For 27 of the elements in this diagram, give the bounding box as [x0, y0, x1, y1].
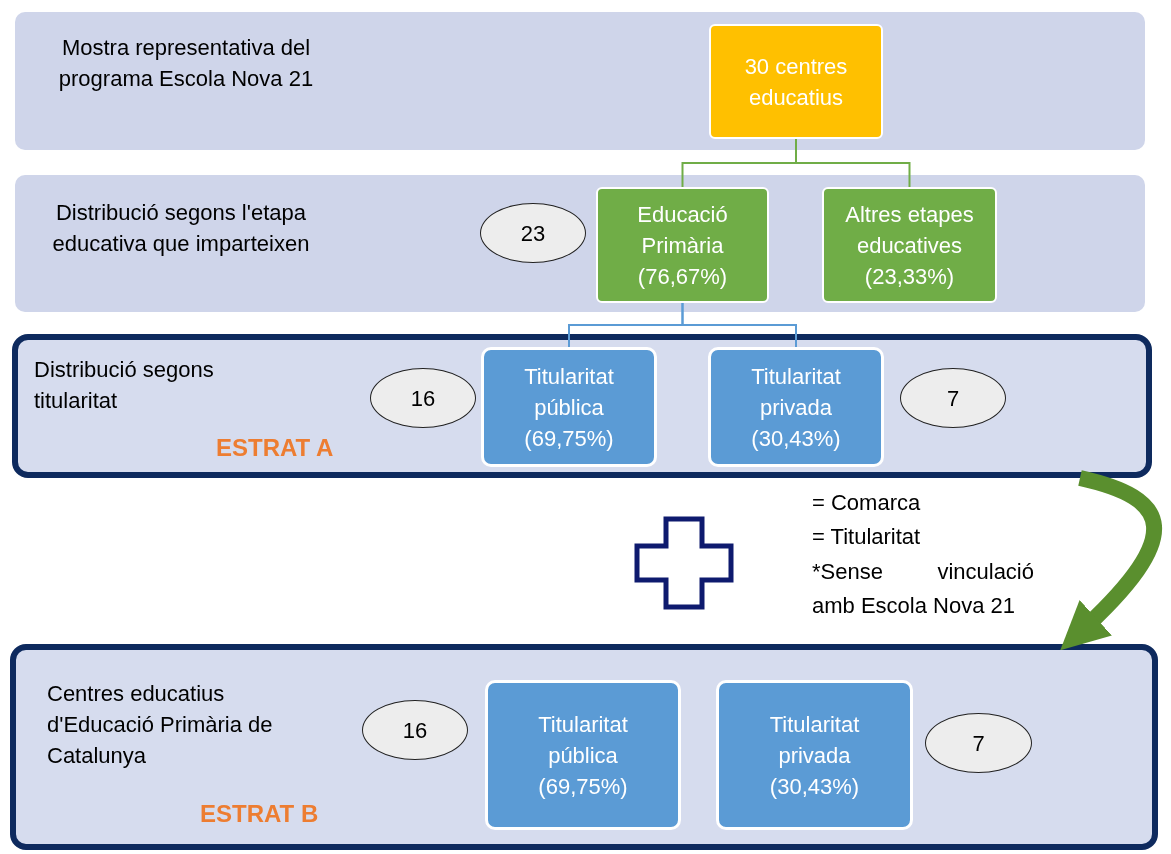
ownership-box: Titularitat pública (69,75%)	[481, 347, 657, 467]
count-ellipse: 16	[362, 700, 468, 760]
count-ellipse: 16	[370, 368, 476, 428]
level-description: Distribució segons titularitat	[34, 356, 215, 415]
note-text: = Comarca	[812, 489, 922, 517]
stratum-panel	[12, 334, 1152, 478]
stratum-label: ESTRAT B	[200, 800, 319, 828]
level-band	[15, 175, 1145, 312]
curved-arrow	[1060, 470, 1162, 651]
count-ellipse: 7	[900, 368, 1006, 428]
level-band	[15, 12, 1145, 150]
ownership-box: Titularitat pública (69,75%)	[485, 680, 681, 830]
connector-line	[681, 302, 797, 348]
count-ellipse: 7	[925, 713, 1032, 773]
note-text: = Titularitat	[812, 523, 922, 551]
level-description: Centres educatius d'Educació Primària de Catalunya	[47, 680, 274, 770]
total-box: 30 centres educatius	[709, 24, 883, 139]
ownership-box: Titularitat privada (30,43%)	[716, 680, 913, 830]
ownership-box: Titularitat privada (30,43%)	[708, 347, 884, 467]
stratum-label: ESTRAT A	[216, 434, 334, 462]
stage-box: Educació Primària (76,67%)	[596, 187, 769, 303]
note-text: *Sense vinculació amb Escola Nova 21	[812, 558, 1034, 620]
level-description: Mostra representativa del programa Escola Nova 21	[57, 34, 315, 93]
count-ellipse: 23	[480, 203, 586, 263]
level-description: Distribució segons l'etapa educativa que imparteixen	[51, 199, 311, 258]
stage-box: Altres etapes educatives (23,33%)	[822, 187, 997, 303]
stratum-panel	[10, 644, 1158, 850]
